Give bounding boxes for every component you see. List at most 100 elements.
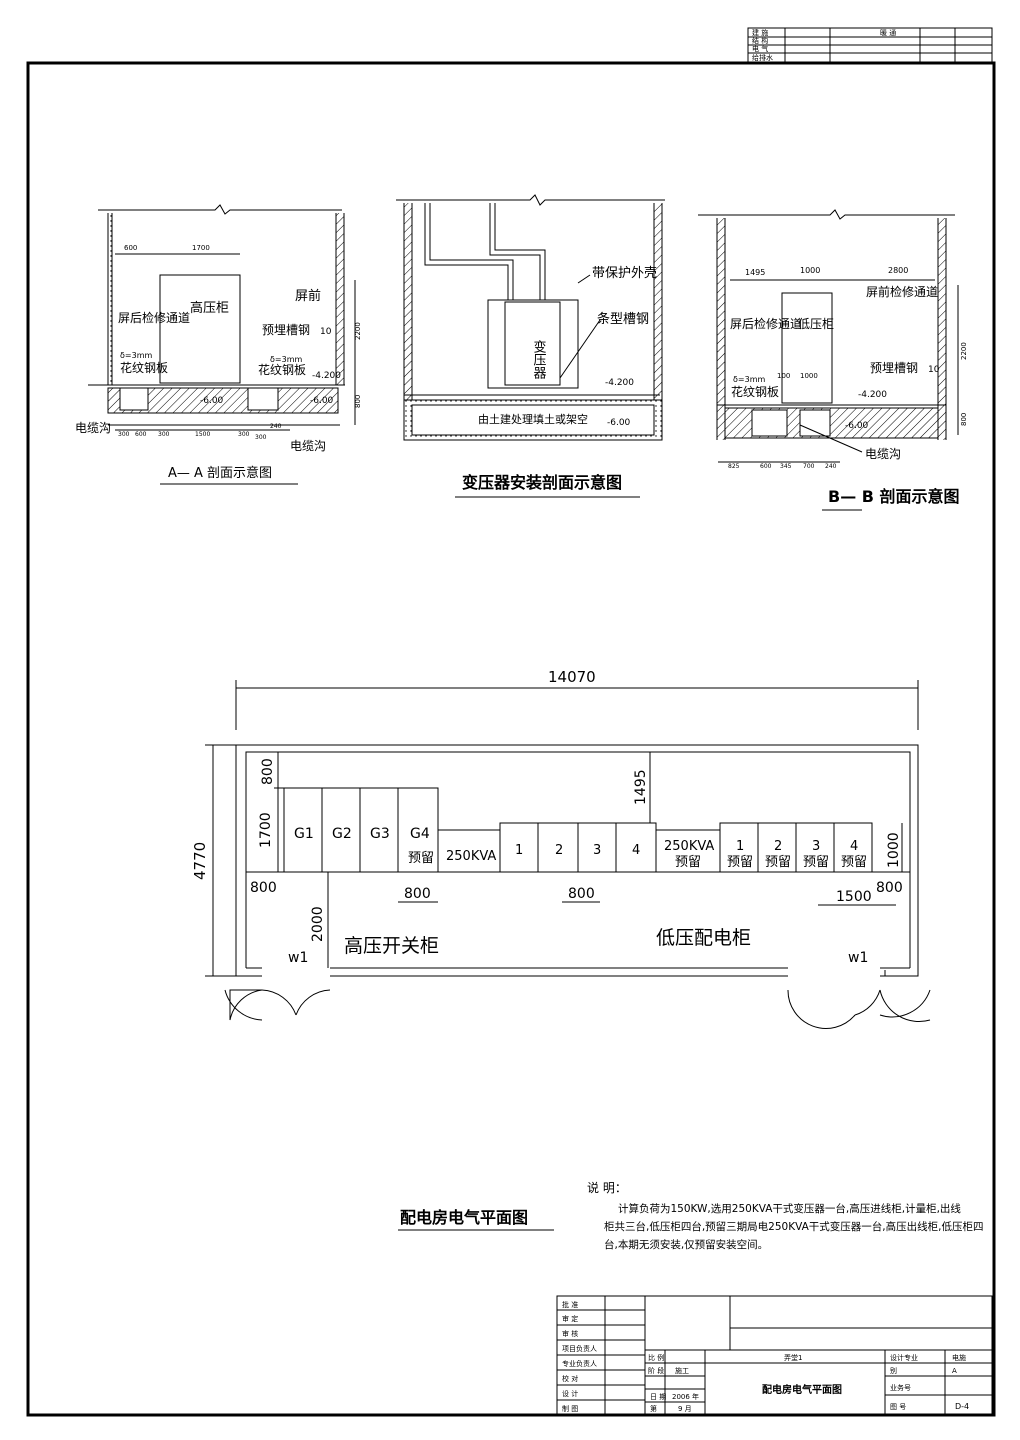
transformer-2-label: 250KVA bbox=[664, 839, 714, 854]
tr-xfmr-label: 变压器 bbox=[531, 339, 547, 380]
tb-r-label-3: 业务号 bbox=[890, 1383, 911, 1392]
tb-r-val-4: D-4 bbox=[955, 1402, 969, 1411]
res-1-num: 1 bbox=[736, 839, 744, 854]
res-4-label: 预留 bbox=[841, 855, 867, 870]
tb-year: 2006 年 bbox=[672, 1392, 699, 1401]
hv-cabinet-section bbox=[159, 274, 241, 384]
tb-row-7: 设 计 bbox=[562, 1389, 578, 1398]
tb-r-label-1: 设计专业 bbox=[890, 1353, 918, 1362]
bb-dim-mid1: 100 bbox=[777, 372, 790, 380]
tr-fill-label: 由土建处理填土或架空 bbox=[478, 412, 588, 426]
bb-front-label: 屏前检修通道 bbox=[866, 284, 938, 299]
door-right-label: w1 bbox=[848, 950, 868, 966]
plan-dim-1495: 1495 bbox=[633, 769, 649, 805]
tb-row-2: 审 定 bbox=[562, 1314, 578, 1323]
left-rows: 批 准 审 定 审 核 项目负责人 专业负责人 校 对 设 计 制 图 bbox=[557, 1300, 645, 1413]
title-block: 批 准 审 定 审 核 项目负责人 专业负责人 校 对 设 计 制 图 比 例 … bbox=[556, 1295, 993, 1415]
aa-dim-top2: 1700 bbox=[192, 244, 210, 252]
stamp-r1: 建 施 bbox=[752, 28, 768, 37]
res-4-num: 4 bbox=[850, 839, 858, 854]
aa-thick2: δ=3mm bbox=[270, 355, 302, 364]
plan-dim-800-a: 800 bbox=[404, 886, 431, 902]
bb-caption: B— B 剖面示意图 bbox=[828, 487, 960, 506]
aa-dim-top1: 600 bbox=[124, 244, 137, 252]
aa-level3: -6.00 bbox=[310, 396, 334, 406]
bb-dim-top2: 1000 bbox=[800, 266, 820, 275]
transformer-1-label: 250KVA bbox=[446, 849, 496, 864]
tb-r-val-2: A bbox=[952, 1367, 957, 1375]
door-left-label: w1 bbox=[288, 950, 308, 966]
g1-label: G1 bbox=[294, 826, 314, 842]
aa-plate2: 花纹钢板 bbox=[258, 362, 306, 377]
bb-dim-h: 2200 bbox=[960, 342, 968, 360]
bb-plate: 花纹钢板 bbox=[731, 384, 779, 399]
bb-dim-v2: 800 bbox=[960, 413, 968, 426]
tb-row-6: 校 对 bbox=[562, 1374, 578, 1383]
lv-2-label: 2 bbox=[555, 843, 563, 858]
g4-sub: 预留 bbox=[408, 851, 434, 866]
tr-shell-label: 带保护外壳 bbox=[592, 266, 657, 281]
plan-dim-1700: 1700 bbox=[258, 812, 274, 848]
tb-date-label: 日 期 bbox=[650, 1393, 666, 1401]
plan-dim-1000: 1000 bbox=[886, 832, 902, 868]
aa-cabinet-label: 高压柜 bbox=[190, 300, 229, 316]
aa-channel-no: 10 bbox=[320, 327, 332, 337]
g4-label: G4 bbox=[410, 826, 430, 842]
bb-dim-b1: 825 bbox=[728, 463, 740, 470]
bb-dim-top1: 1495 bbox=[745, 268, 765, 277]
lv-area-label: 低压配电柜 bbox=[656, 927, 751, 949]
stamp-r1b: 暖 通 bbox=[880, 28, 896, 37]
bb-lv-label: 低压柜 bbox=[798, 317, 834, 331]
bb-level2: -6.00 bbox=[845, 421, 869, 431]
bb-channel-no: 10 bbox=[928, 365, 940, 375]
aa-level1: -4.200 bbox=[312, 371, 341, 381]
aa-channel-label: 预埋槽钢 bbox=[262, 323, 310, 337]
plan-dim-800-right: 800 bbox=[876, 880, 903, 896]
tb-row-8: 制 图 bbox=[562, 1404, 578, 1413]
aa-dim-b1: 300 bbox=[118, 431, 130, 438]
plan-dim-2000: 2000 bbox=[310, 906, 326, 942]
aa-thick: δ=3mm bbox=[120, 351, 152, 360]
notes-line3: 台,本期无须安装,仅预留安装空间。 bbox=[604, 1238, 768, 1251]
tb-drawing: 配电房电气平面图 bbox=[762, 1383, 842, 1396]
bb-channel-label: 预埋槽钢 bbox=[870, 361, 918, 375]
section-aa: 600 1700 高压柜 屏前 屏后检修通道 预埋槽钢 10 δ=3mm δ=3… bbox=[75, 204, 362, 485]
plan-title: 配电房电气平面图 bbox=[400, 1208, 528, 1227]
aa-front-label: 屏前 bbox=[295, 288, 321, 304]
aa-caption: A— A 剖面示意图 bbox=[168, 465, 272, 481]
plan-dim-800-b: 800 bbox=[568, 886, 595, 902]
hv-area-label: 高压开关柜 bbox=[344, 935, 439, 957]
tr-level1: -4.200 bbox=[605, 378, 634, 388]
tb-row-5: 专业负责人 bbox=[562, 1359, 597, 1368]
aa-dim-b3: 300 bbox=[158, 431, 170, 438]
door-right bbox=[787, 989, 931, 1029]
bb-dim-b5: 240 bbox=[825, 463, 837, 470]
plan-width: 14070 bbox=[548, 668, 596, 686]
stamp-r3: 电 气 bbox=[752, 44, 768, 53]
aa-level2: -6.00 bbox=[200, 396, 224, 406]
bb-dim-b2: 600 bbox=[760, 463, 772, 470]
lv-cabinet-section bbox=[781, 292, 833, 404]
bb-dim-b3: 345 bbox=[780, 463, 792, 470]
bb-dim-b4: 700 bbox=[803, 463, 815, 470]
tb-row-4: 项目负责人 bbox=[562, 1344, 597, 1353]
tb-no: 第 bbox=[650, 1404, 657, 1413]
res-3-label: 预留 bbox=[803, 855, 829, 870]
notes: 说 明： 计算负荷为150KW,选用250KVA干式变压器一台,高压进线柜,计量… bbox=[587, 1180, 983, 1251]
aa-dim-b5: 300 bbox=[238, 431, 250, 438]
tb-r-label-2: 别 bbox=[890, 1366, 897, 1375]
tb-row-1: 批 准 bbox=[562, 1300, 578, 1309]
g3-label: G3 bbox=[370, 826, 390, 842]
aa-dim-v2: 800 bbox=[354, 395, 362, 408]
plan-dim-800-top: 800 bbox=[260, 758, 276, 785]
bb-dim-mid2: 1000 bbox=[800, 372, 818, 380]
lv-1-label: 1 bbox=[515, 843, 523, 858]
res-2-label: 预留 bbox=[765, 855, 791, 870]
bb-trench: 电缆沟 bbox=[865, 447, 901, 461]
tb-scale: 比 例 bbox=[648, 1353, 664, 1362]
transformer-2-sub: 预留 bbox=[675, 855, 701, 870]
bb-thick: δ=3mm bbox=[733, 375, 765, 384]
section-bb: 1495 1000 2800 屏后检修通道 低压柜 屏前检修通道 预埋槽钢 10… bbox=[698, 209, 968, 511]
bb-level1: -4.200 bbox=[858, 390, 887, 400]
